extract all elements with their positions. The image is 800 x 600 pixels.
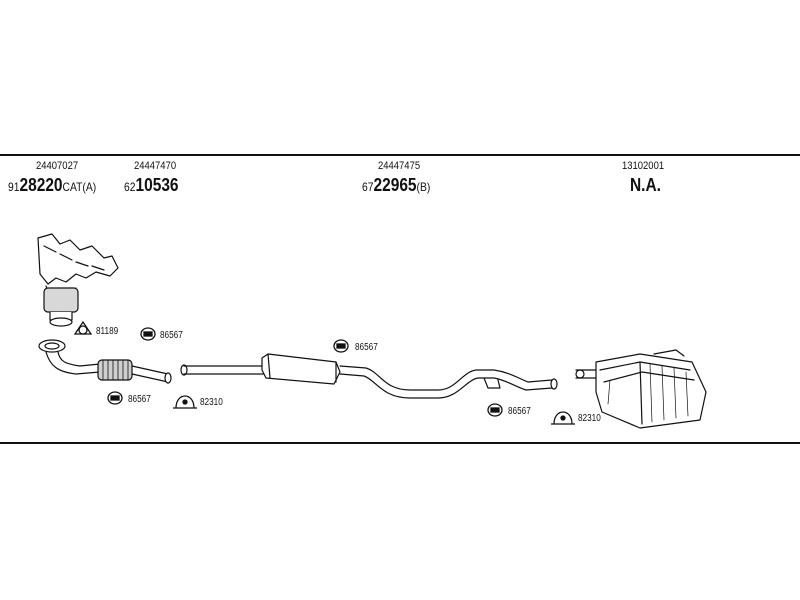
u-clamp-icon[interactable] <box>173 395 197 409</box>
not-available-rear-silencer: N.A. <box>630 175 661 195</box>
hardware-label: 82310 <box>578 413 601 424</box>
hardware-label: 86567 <box>128 394 151 405</box>
part-number-main: 22965 <box>373 175 417 195</box>
rubber-hanger-icon[interactable] <box>140 327 156 341</box>
hardware-label: 86567 <box>355 342 378 353</box>
hardware-label: 86567 <box>160 330 183 341</box>
hardware-label: 81189 <box>96 326 119 337</box>
oe-number-front-pipe: 24447470 <box>134 160 177 172</box>
part-number-main: 28220 <box>19 175 63 195</box>
part-number-middle-silencer[interactable]: 6722965(B) <box>362 175 430 196</box>
top-divider <box>0 154 800 156</box>
oe-number-rear-silencer: 13102001 <box>622 160 665 172</box>
manifold-catalyst[interactable] <box>37 233 119 327</box>
part-prefix: 67 <box>362 180 374 194</box>
part-prefix: 62 <box>124 180 136 194</box>
u-clamp-icon[interactable] <box>551 411 575 425</box>
part-suffix: CAT(A) <box>62 180 97 194</box>
part-prefix: 91 <box>8 180 20 194</box>
bottom-divider <box>0 442 800 444</box>
part-number-main: 10536 <box>135 175 179 195</box>
hardware-label: 82310 <box>200 397 223 408</box>
hardware-label: 86567 <box>508 406 531 417</box>
part-suffix: (B) <box>416 180 431 194</box>
rear-silencer[interactable] <box>575 349 707 429</box>
ring-clamp-icon[interactable] <box>73 320 93 335</box>
front-pipe[interactable] <box>38 339 172 384</box>
rubber-hanger-icon[interactable] <box>107 391 123 405</box>
part-number-manifold[interactable]: 9128220CAT(A) <box>8 175 96 196</box>
middle-pipe-silencer[interactable] <box>180 353 558 399</box>
rubber-hanger-icon[interactable] <box>333 339 349 353</box>
oe-number-manifold: 24407027 <box>36 160 79 172</box>
rubber-hanger-icon[interactable] <box>487 403 503 417</box>
part-number-front-pipe[interactable]: 6210536 <box>124 175 179 196</box>
oe-number-middle-silencer: 24447475 <box>378 160 421 172</box>
